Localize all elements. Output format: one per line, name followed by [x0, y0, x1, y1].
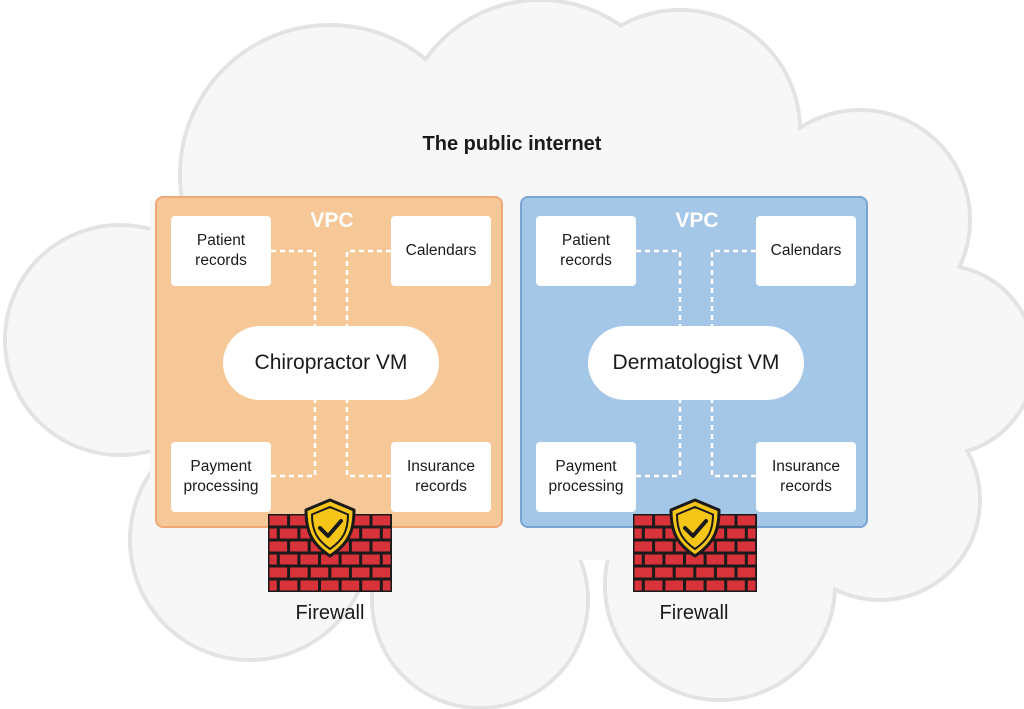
brick	[362, 554, 380, 565]
brick	[300, 580, 318, 591]
brick	[634, 580, 642, 591]
brick	[351, 541, 370, 552]
service-payment-processing: Payment processing	[536, 442, 636, 512]
brick	[269, 528, 277, 539]
vm-node: Chiropractor VM	[223, 326, 439, 400]
shield-check-icon	[669, 498, 721, 558]
brick	[279, 554, 298, 565]
brick	[634, 567, 653, 578]
brick	[341, 580, 360, 591]
internet-title: The public internet	[422, 133, 602, 155]
brick	[269, 554, 277, 565]
brick	[351, 515, 370, 526]
brick	[290, 567, 308, 578]
brick	[362, 528, 380, 539]
brick	[716, 541, 735, 552]
brick	[727, 580, 745, 591]
brick	[269, 567, 288, 578]
firewall-label: Firewall	[659, 602, 729, 624]
brick	[665, 580, 683, 591]
brick	[382, 528, 391, 539]
brick	[727, 554, 745, 565]
brick	[372, 541, 391, 552]
service-payment-processing: Payment processing	[171, 442, 271, 512]
brick	[644, 554, 663, 565]
service-insurance-records: Insurance records	[391, 442, 491, 512]
brick	[300, 554, 318, 565]
vm-node: Dermatologist VM	[588, 326, 804, 400]
vpc-label: VPC	[310, 209, 354, 232]
brick	[372, 515, 391, 526]
brick	[644, 580, 663, 591]
brick	[686, 554, 704, 565]
service-patient-records: Patient records	[536, 216, 636, 286]
brick	[737, 541, 756, 552]
brick	[644, 528, 663, 539]
brick	[290, 541, 308, 552]
firewall-icon	[633, 498, 757, 592]
brick	[716, 567, 735, 578]
brick	[686, 580, 704, 591]
brick	[321, 554, 339, 565]
firewall-label: Firewall	[295, 602, 365, 624]
brick	[706, 554, 725, 565]
brick	[747, 554, 756, 565]
vpc-chiropractor: VPC Patient records Calendars Payment pr…	[155, 196, 503, 528]
brick	[634, 515, 653, 526]
brick	[279, 528, 298, 539]
brick	[665, 554, 683, 565]
brick	[747, 528, 756, 539]
brick	[634, 554, 642, 565]
brick	[716, 515, 735, 526]
brick	[706, 580, 725, 591]
brick	[655, 567, 673, 578]
brick	[675, 567, 694, 578]
brick	[341, 554, 360, 565]
brick	[634, 541, 653, 552]
brick	[351, 567, 370, 578]
brick	[321, 580, 339, 591]
brick	[331, 567, 349, 578]
shield-check-icon	[304, 498, 356, 558]
brick	[655, 515, 673, 526]
brick	[310, 567, 329, 578]
service-calendars: Calendars	[756, 216, 856, 286]
brick	[269, 541, 288, 552]
brick	[269, 580, 277, 591]
brick	[382, 554, 391, 565]
service-calendars: Calendars	[391, 216, 491, 286]
brick	[279, 580, 298, 591]
brick	[737, 567, 756, 578]
brick	[372, 567, 391, 578]
brick	[382, 580, 391, 591]
brick	[737, 515, 756, 526]
brick	[747, 580, 756, 591]
brick	[634, 528, 642, 539]
brick	[269, 515, 288, 526]
vpc-label: VPC	[675, 209, 719, 232]
brick	[290, 515, 308, 526]
service-patient-records: Patient records	[171, 216, 271, 286]
brick	[362, 580, 380, 591]
connection-lines	[636, 249, 756, 478]
brick	[696, 567, 714, 578]
vpc-dermatologist: VPC Patient records Calendars Payment pr…	[520, 196, 868, 528]
brick	[655, 541, 673, 552]
connection-lines	[271, 249, 391, 478]
service-insurance-records: Insurance records	[756, 442, 856, 512]
brick	[727, 528, 745, 539]
firewall-icon	[268, 498, 392, 592]
